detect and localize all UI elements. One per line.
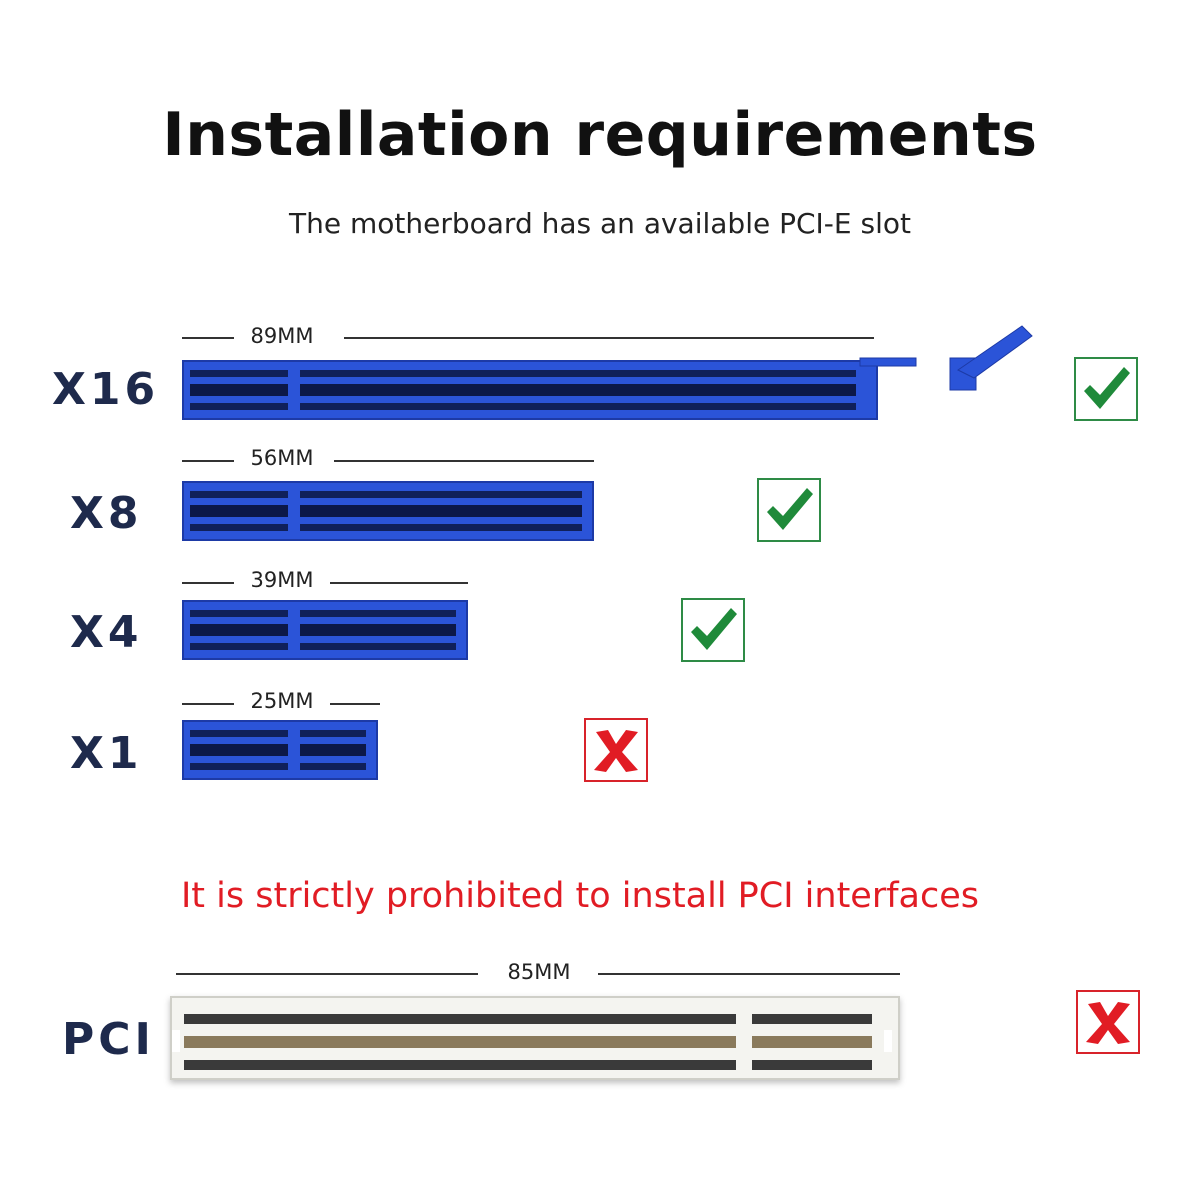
check-icon (767, 488, 813, 530)
dimension-line (182, 582, 234, 584)
compatible-badge-x8 (757, 478, 821, 542)
slot-length-x8: 56MM (250, 446, 314, 470)
pcie-x16-slot-graphic (190, 366, 856, 414)
compatible-badge-x4 (681, 598, 745, 662)
retention-latch-icon (859, 325, 1033, 391)
slot-length-x4: 39MM (250, 568, 314, 592)
dimension-line (182, 460, 234, 462)
incompatible-badge-x1 (584, 718, 648, 782)
pcie-x4-slot (182, 600, 468, 660)
pcie-x1-slot-graphic (190, 726, 366, 774)
slot-length-x1: 25MM (250, 689, 314, 713)
slot-length-pci: 85MM (507, 960, 571, 984)
dimension-line (176, 973, 478, 975)
pci-warning-text: It is strictly prohibited to install PCI… (180, 876, 980, 916)
cross-icon (594, 730, 638, 772)
dimension-line (182, 337, 234, 339)
compatible-badge-x16 (1074, 357, 1138, 421)
pcie-x1-slot (182, 720, 378, 780)
pcie-x16-slot (182, 360, 878, 420)
pci-slot-graphic (172, 1014, 892, 1070)
pci-slot (170, 996, 900, 1080)
page-subtitle: The motherboard has an available PCI-E s… (289, 207, 911, 240)
cross-icon (1086, 1002, 1130, 1044)
page-title: Installation requirements (162, 100, 1038, 170)
pcie-x8-slot-graphic (190, 487, 582, 535)
check-icon (691, 608, 737, 650)
slot-length-x16: 89MM (250, 324, 314, 348)
slot-label-x4: X4 (70, 607, 143, 658)
slot-label-pci: PCI (62, 1014, 155, 1065)
dimension-line (334, 460, 594, 462)
dimension-line (330, 582, 468, 584)
dimension-line (598, 973, 900, 975)
check-icon (1084, 367, 1130, 409)
incompatible-badge-pci (1076, 990, 1140, 1054)
pcie-x4-slot-graphic (190, 606, 456, 654)
slot-label-x1: X1 (70, 728, 143, 779)
dimension-line (182, 703, 234, 705)
slot-label-x8: X8 (70, 488, 143, 539)
pcie-x8-slot (182, 481, 594, 541)
dimension-line (344, 337, 874, 339)
dimension-line (330, 703, 380, 705)
slot-label-x16: X16 (52, 364, 160, 415)
